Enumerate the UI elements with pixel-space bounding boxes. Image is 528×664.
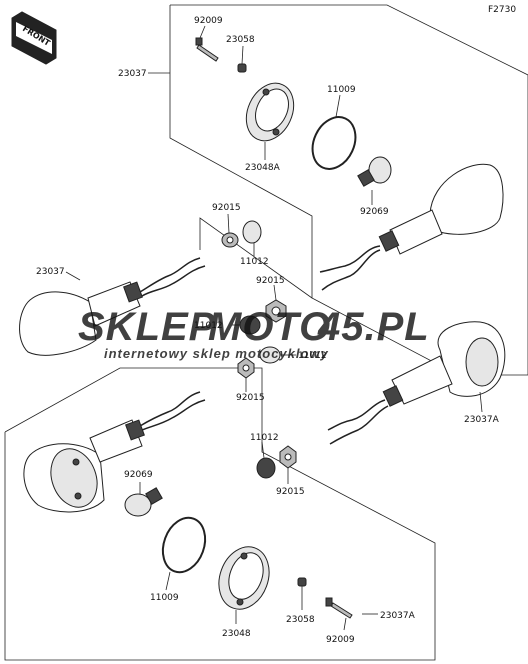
label-23037A-bottom: 23037A <box>380 611 416 621</box>
label-92009-bottom: 92009 <box>326 635 355 645</box>
label-92069-bottom: 92069 <box>124 470 153 480</box>
diagram-code: F2730 <box>488 5 516 15</box>
lower-center-fasteners <box>256 441 297 484</box>
lower-turn-signal-assembly <box>23 391 353 631</box>
housing-23037A-bottom-icon <box>23 419 145 513</box>
lens-23048-icon <box>218 546 270 610</box>
watermark-tagline: internetowy sklep motocyklowy <box>104 346 329 361</box>
watermark-brand-mid: MOTO <box>208 305 331 349</box>
label-92015-d: 92015 <box>276 487 305 497</box>
label-92015-b: 92015 <box>256 276 285 286</box>
label-23037-left: 23037 <box>36 267 65 277</box>
collar-11012-d-icon <box>256 457 276 479</box>
nut-23058-bottom-icon <box>297 577 307 587</box>
oring-11009-bottom-icon <box>161 516 207 574</box>
label-11009-bottom: 11009 <box>150 593 179 603</box>
watermark-brand-left: SKLEP <box>78 305 216 349</box>
oring-11009-top-icon <box>311 116 357 170</box>
label-92069-top: 92069 <box>360 207 389 217</box>
housing-23037-left-icon <box>19 281 143 356</box>
watermark-brand-right: 45.PL <box>317 305 430 349</box>
label-23048: 23048 <box>222 629 251 639</box>
label-92009-top: 92009 <box>194 16 223 26</box>
label-23037A-right: 23037A <box>464 415 500 425</box>
collar-11012-a-icon <box>242 220 262 244</box>
lens-23048A-icon <box>245 82 295 142</box>
label-23058-bottom: 23058 <box>286 615 315 625</box>
label-23048A: 23048A <box>245 163 281 173</box>
right-turn-signal-assembly <box>327 321 506 445</box>
label-23058-top: 23058 <box>226 35 255 45</box>
bulb-92069-top-icon <box>357 156 392 187</box>
label-11012-a: 11012 <box>240 257 269 267</box>
screw-92009-top-icon <box>195 37 219 62</box>
label-11009-top: 11009 <box>327 85 356 95</box>
label-23037-top: 23037 <box>118 69 147 79</box>
front-arrow-icon: FRONT <box>11 11 57 65</box>
housing-23037-top-icon <box>319 163 504 291</box>
upper-turn-signal-assembly <box>195 25 504 291</box>
label-92015-a: 92015 <box>212 203 241 213</box>
label-11012-b: 11012 <box>194 321 223 331</box>
watermark: SKLEP MOTO 45.PL internetowy sklep motoc… <box>78 305 430 361</box>
left-turn-signal-assembly <box>19 213 262 356</box>
label-11012-d: 11012 <box>250 433 279 443</box>
nut-23058-top-icon <box>237 63 247 73</box>
label-11012-c: 11012 <box>298 351 327 361</box>
label-92015-c: 92015 <box>236 393 265 403</box>
bulb-92069-bottom-icon <box>124 487 163 517</box>
screw-92009-bottom-icon <box>325 597 353 619</box>
center-fasteners <box>232 284 296 392</box>
